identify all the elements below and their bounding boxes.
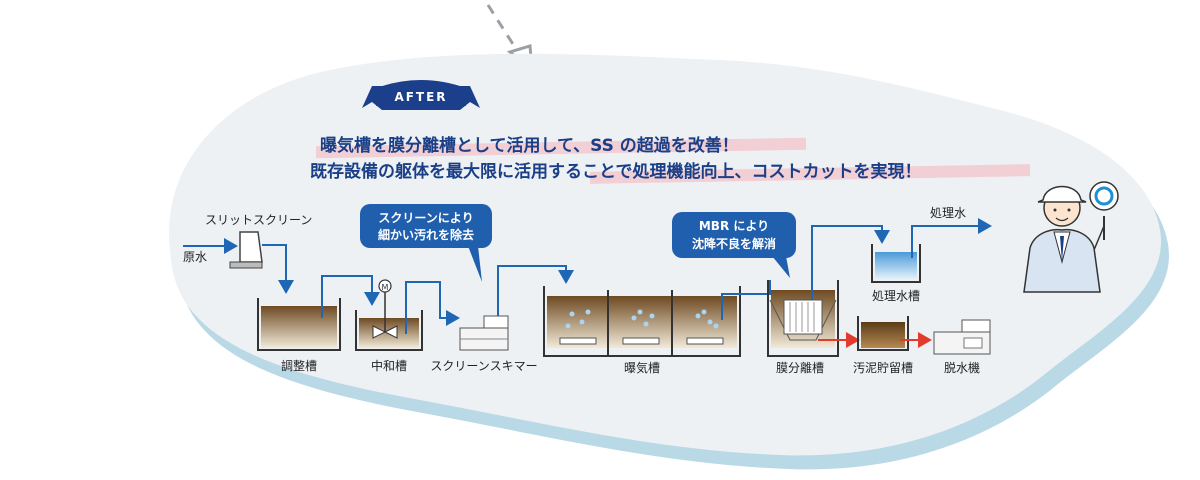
- headline-line1: 曝気槽を膜分離槽として活用して、SS の超過を改善！: [320, 135, 739, 156]
- mbr-bubble-line1: MBR により: [699, 219, 769, 233]
- skimmer-to-aeration-arrow: [497, 265, 574, 316]
- adjust-tank-label: 調整槽: [281, 358, 317, 373]
- headline-line2-prefix: 既存設備の躯体を最大限に活用することで: [310, 161, 633, 182]
- ok-sign-icon: [1089, 181, 1119, 211]
- sludge-tank: 汚泥貯留槽: [853, 316, 932, 375]
- neutral-to-skimmer-arrow: [405, 281, 460, 334]
- screen-skimmer: スクリーンスキマー: [430, 265, 574, 373]
- screen-bubble-line1: スクリーンにより: [378, 211, 473, 225]
- motor-label: M: [382, 283, 389, 292]
- cloud-background: [169, 53, 1161, 456]
- membrane-module-icon: [783, 299, 823, 335]
- raw-water-label: 原水: [183, 250, 207, 264]
- membrane-tank: 膜分離槽: [767, 225, 890, 375]
- skimmer-label: スクリーンスキマー: [430, 359, 537, 373]
- helmet-icon: [1037, 185, 1087, 203]
- headline-line2-highlight: 処理機能向上、コストカットを実現！: [632, 161, 922, 182]
- screen-to-adjust-arrow: [262, 244, 294, 294]
- mbr-bubble-line2: 沈降不良を解消: [692, 236, 776, 251]
- screen-bubble: スクリーンにより 細かい汚れを除去: [360, 204, 492, 282]
- adjust-tank: 調整槽: [257, 275, 380, 373]
- headline-line2: 既存設備の躯体を最大限に活用することで処理機能向上、コストカットを実現！: [310, 161, 922, 182]
- treated-tank-label: 処理水槽: [872, 289, 920, 303]
- screen-bubble-line2: 細かい汚れを除去: [378, 227, 474, 242]
- after-badge-label: AFTER: [394, 90, 447, 104]
- slit-screen-unit: スリットスクリーン 原水: [183, 213, 312, 294]
- treated-water-label: 処理水: [930, 206, 966, 220]
- diffuser-icon: [559, 337, 597, 345]
- aeration-tank-label: 曝気槽: [624, 360, 660, 375]
- aeration-tank: 曝気槽: [543, 280, 771, 375]
- neutral-tank: M 中和槽: [355, 279, 460, 373]
- after-badge: AFTER: [362, 80, 480, 110]
- diffuser-icon: [622, 337, 660, 345]
- dewater-machine: 脱水機: [933, 319, 991, 375]
- slit-screen-label: スリットスクリーン: [205, 213, 312, 227]
- aeration-to-membrane-arrow: [721, 280, 771, 320]
- mbr-bubble: MBR により 沈降不良を解消: [672, 212, 796, 278]
- air-bubbles-icon: [565, 309, 719, 329]
- mixer-icon: [372, 325, 398, 339]
- membrane-to-treated-arrow: [811, 225, 890, 300]
- treated-tank: 処理水 処理水槽: [871, 206, 992, 303]
- sludge-tank-label: 汚泥貯留槽: [853, 361, 913, 375]
- adjust-to-neutral-arrow: [321, 275, 380, 318]
- headline: 曝気槽を膜分離槽として活用して、SS の超過を改善！ 既存設備の躯体を最大限に活…: [310, 135, 1031, 184]
- neutral-tank-label: 中和槽: [371, 358, 407, 373]
- worker-illustration: [1023, 181, 1119, 293]
- treated-water-out-arrow: [911, 218, 992, 258]
- dewater-label: 脱水機: [944, 360, 980, 375]
- diffuser-icon: [686, 337, 724, 345]
- membrane-tank-label: 膜分離槽: [776, 361, 824, 375]
